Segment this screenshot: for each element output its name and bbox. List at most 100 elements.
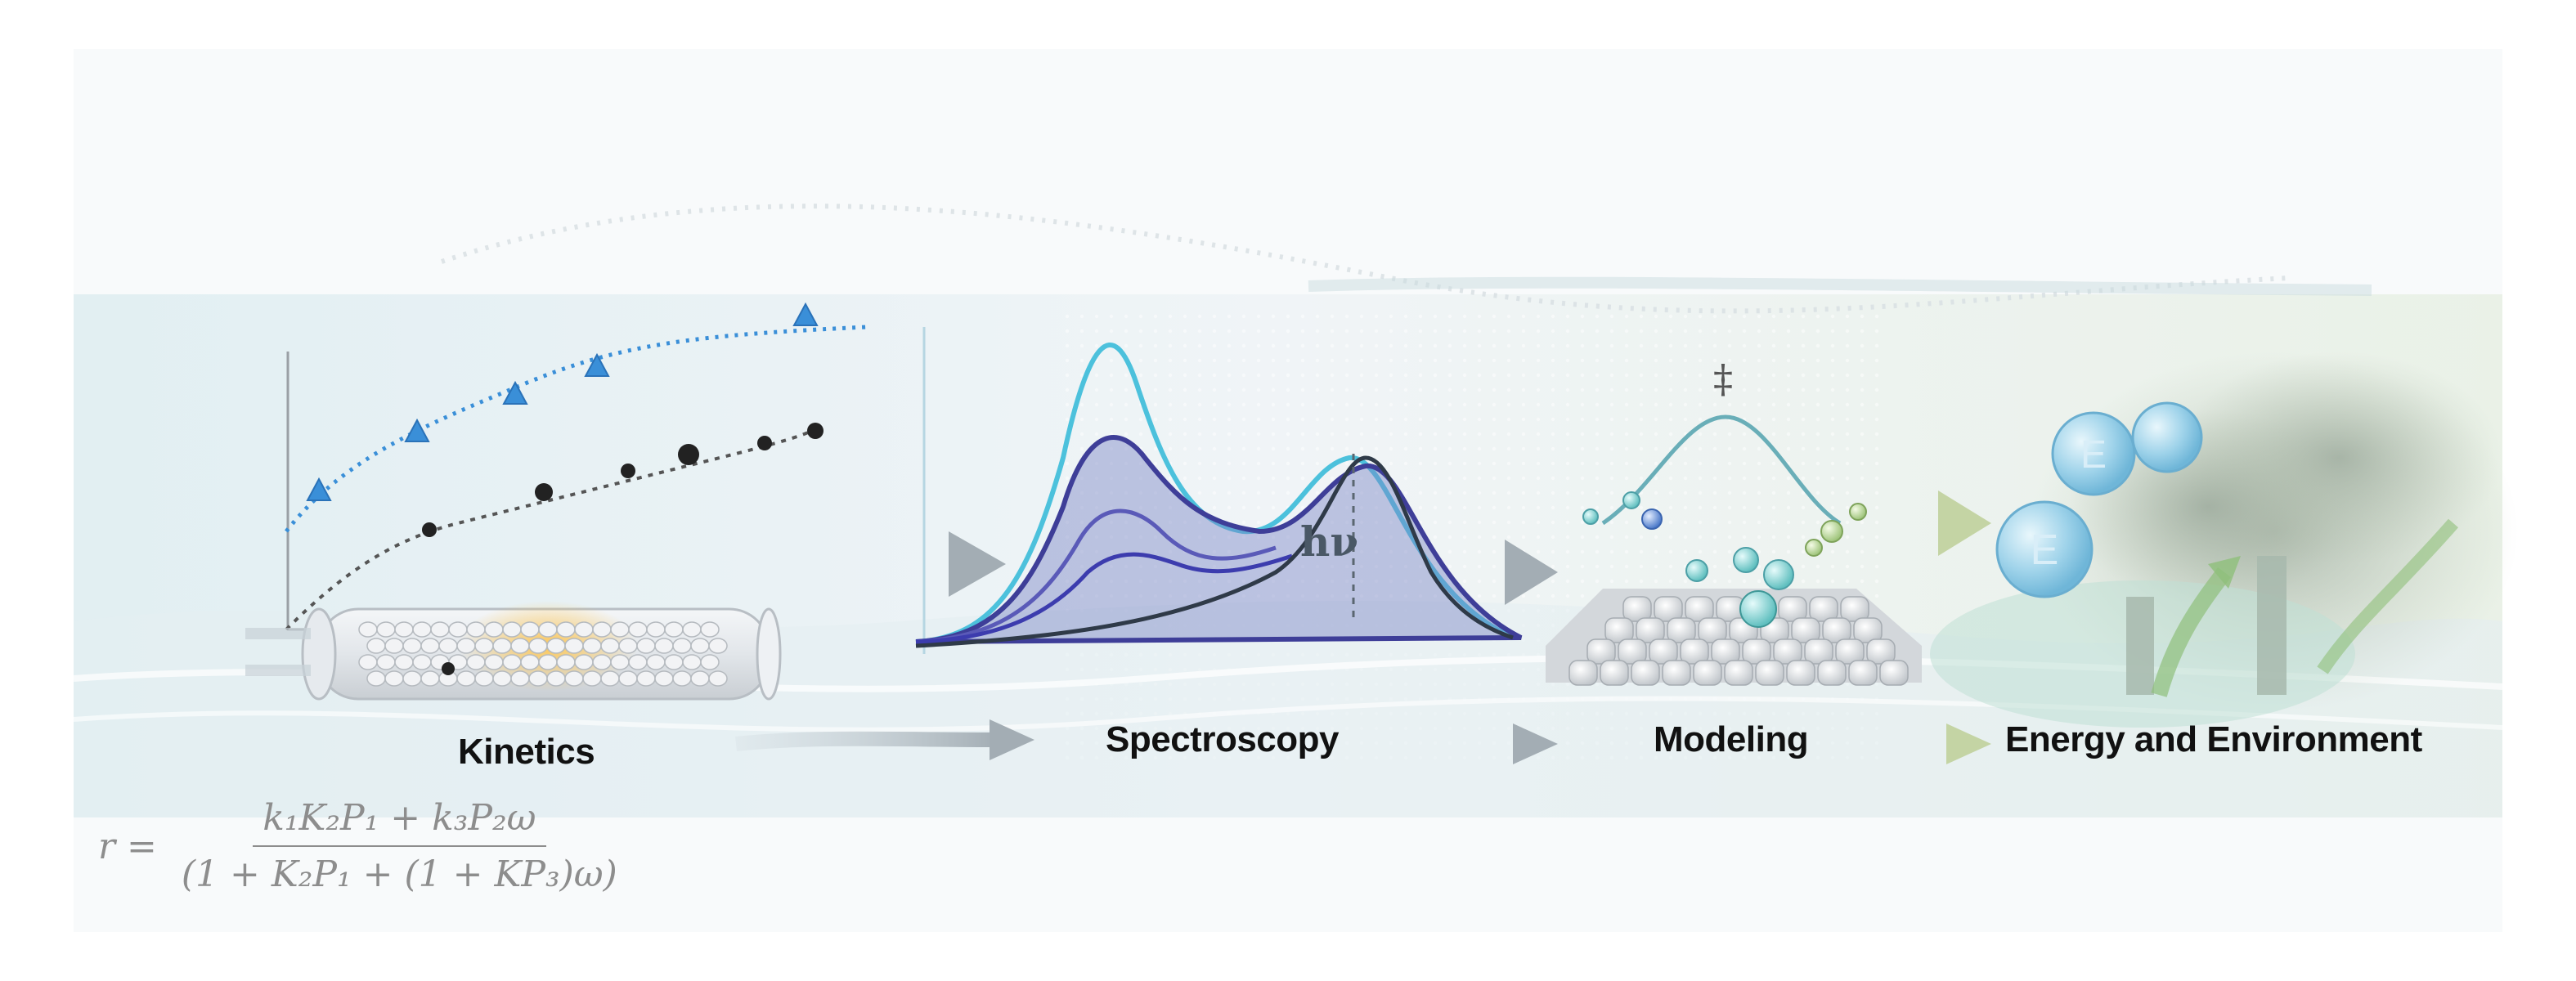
catalyst-pellet [592,621,612,638]
catalyst-pellet [690,670,710,687]
catalyst-pellet [700,654,720,670]
energy-barrier-curve [1601,414,1842,526]
catalyst-pellet [610,621,630,638]
catalyst-pellets [358,621,728,687]
rate-equation-fraction: k₁K₂P₁ + k₃P₂ω (1 + K₂P₁ + (1 + KP₃)ω) [172,797,627,895]
black-circle-marker [757,436,772,450]
surface-atom [1786,660,1815,686]
chimney [2257,556,2287,695]
catalyst-pellet [564,670,584,687]
energy-bubble-icon [2051,411,2136,496]
adsorbate-atom [1763,559,1794,590]
surface-atom [1604,617,1634,643]
black-circle-marker [442,662,455,675]
catalyst-pellet [682,621,702,638]
catalyst-pellet [502,621,522,638]
catalyst-pellet [528,638,548,654]
surface-atom [1600,660,1629,686]
catalyst-pellet [438,638,458,654]
catalyst-pellet [448,621,468,638]
adsorbate-atom [1739,590,1777,628]
catalyst-pellet [654,638,674,654]
catalyst-pellet [366,638,386,654]
arrow-kinetics-to-spectroscopy [949,531,1006,597]
surface-atom [1848,660,1878,686]
surface-atom [1667,617,1696,643]
catalyst-pellet [502,654,522,670]
catalyst-pellet [528,670,548,687]
kinetics-panel [245,302,926,701]
catalyst-pellet [430,621,450,638]
catalyst-pellet [456,670,476,687]
surface-atom [1840,596,1869,622]
catalyst-pellet [420,670,440,687]
catalyst-pellet [654,670,674,687]
catalyst-pellet [618,638,638,654]
catalyst-pellet [708,670,728,687]
adsorbate-atom [1685,559,1708,582]
black-circle-marker [678,444,699,465]
catalyst-pellet [546,670,566,687]
catalyst-pellet [690,638,710,654]
rate-equation-lhs: r = [98,825,157,867]
catalyst-pellet [358,621,378,638]
surface-atom [1680,638,1709,665]
blue-marker-series [306,302,819,501]
catalyst-pellet [358,654,378,670]
catalyst-pellet [628,654,648,670]
surface-atom [1568,660,1598,686]
catalyst-pellet [384,638,404,654]
stage-label-spectroscopy: Spectroscopy [1106,719,1339,759]
catalyst-pellet [582,670,602,687]
surface-atom [1693,660,1722,686]
surface-atom [1755,660,1784,686]
black-circle-marker [621,464,635,478]
catalyst-pellet [520,654,540,670]
stage-label-energy-environment: Energy and Environment [2005,719,2422,759]
catalyst-pellet [484,621,504,638]
catalyst-pellet [708,638,728,654]
catalyst-pellet [474,670,494,687]
catalyst-pellet [556,621,576,638]
catalyst-pellet [492,638,512,654]
black-circle-marker [807,423,824,439]
reactor-tube-icon [245,601,782,701]
energy-symbol: E [2031,526,2059,574]
catalyst-pellet [456,638,476,654]
stage-label-modeling: Modeling [1654,719,1809,759]
rate-equation: r = k₁K₂P₁ + k₃P₂ω (1 + K₂P₁ + (1 + KP₃)… [98,797,627,895]
rate-equation-numerator: k₁K₂P₁ + k₃P₂ω [253,797,546,847]
catalyst-pellet [538,654,558,670]
catalyst-pellet [420,638,440,654]
blue-trend-curve [285,325,868,533]
surface-atom [1724,660,1753,686]
surface-atom [1685,596,1714,622]
catalyst-pellet [366,670,386,687]
catalyst-pellet [646,654,666,670]
surface-atom [1649,638,1678,665]
adsorbate-atom [1733,547,1759,573]
catalyst-pellet [574,654,594,670]
surface-atom [1791,617,1820,643]
catalyst-pellet [582,638,602,654]
adsorbate-atom [1582,508,1599,525]
arrow-lower-1 [990,719,1034,760]
surface-atom [1866,638,1896,665]
catalyst-pellet [682,654,702,670]
energy-bubble-icon [2131,401,2203,473]
surface-atom [1879,660,1909,686]
spectrum-curve-violet-1 [915,508,1277,644]
catalyst-pellet [492,670,512,687]
catalyst-pellet [636,670,656,687]
catalyst-pellet [574,621,594,638]
blue-triangle-marker [584,352,610,377]
catalyst-pellet [672,670,692,687]
catalyst-pellet [636,638,656,654]
black-marker-series [422,423,824,537]
surface-atom [1662,660,1691,686]
surface-atom [1618,638,1647,665]
catalyst-pellet [610,654,630,670]
surface-atom [1622,596,1652,622]
blue-triangle-marker [306,477,332,501]
